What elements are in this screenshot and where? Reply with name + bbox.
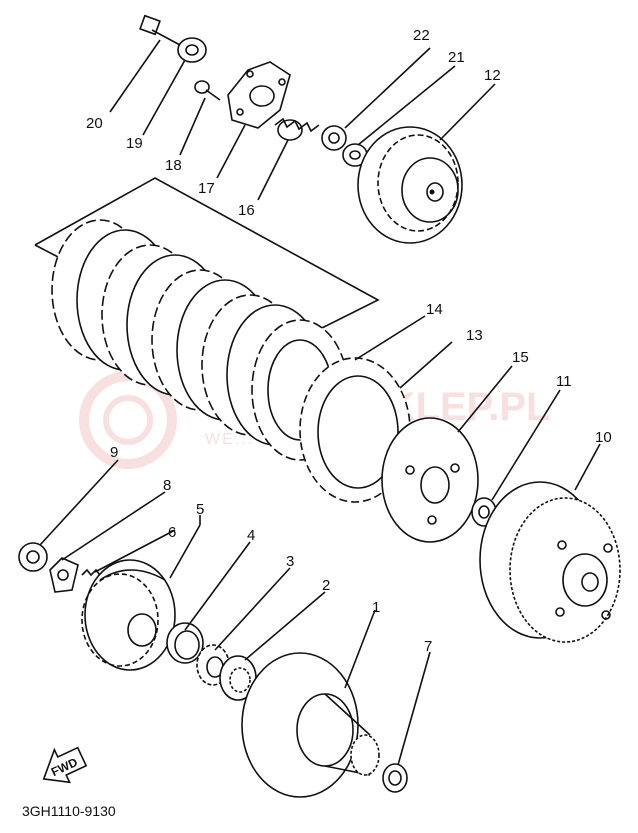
part-12-clutch-boss (357, 126, 463, 244)
part-15-plate (381, 417, 479, 543)
callout-12: 12 (484, 67, 501, 84)
callout-9: 9 (110, 444, 118, 461)
callout-20: 20 (86, 115, 103, 132)
clutch-plate-stack (51, 219, 349, 461)
callout-6: 6 (168, 524, 176, 541)
figure-code: 3GH1110-9130 (22, 803, 116, 819)
part-9-washer (18, 542, 48, 572)
part-17-pressure-plate (227, 61, 291, 129)
part-4-ring (166, 622, 204, 664)
callout-8: 8 (163, 477, 171, 494)
callout-19: 19 (126, 135, 143, 152)
callout-17: 17 (198, 180, 215, 197)
callout-13: 13 (466, 327, 483, 344)
callout-21: 21 (448, 49, 465, 66)
callout-3: 3 (286, 553, 294, 570)
leader-lines (39, 39, 601, 766)
callout-18: 18 (165, 157, 182, 174)
callout-2: 2 (322, 577, 330, 594)
part-2-bearing (219, 655, 257, 701)
callout-4: 4 (247, 527, 255, 544)
callout-14: 14 (426, 301, 443, 318)
callout-10: 10 (595, 429, 612, 446)
part-5-centrifugal-clutch (81, 559, 176, 671)
part-1-clutch-drum (241, 652, 380, 798)
part-10-clutch-housing (479, 481, 621, 643)
part-19-bearing (177, 37, 207, 63)
callout-5: 5 (196, 501, 204, 518)
callout-7: 7 (424, 638, 432, 655)
part-8-lock-plate (49, 557, 79, 593)
callout-11: 11 (556, 373, 572, 390)
part-16-spring (274, 117, 320, 141)
callout-labels: 22 21 12 20 19 18 17 16 14 13 15 11 10 9… (86, 27, 612, 655)
callout-15: 15 (512, 349, 529, 366)
callout-22: 22 (413, 27, 430, 44)
callout-1: 1 (372, 599, 380, 616)
part-7-circlip (382, 763, 408, 793)
part-22-nut (321, 125, 347, 151)
callout-16: 16 (238, 202, 255, 219)
fwd-arrow: FWD (42, 746, 88, 784)
part-20-bolt (139, 14, 181, 46)
part-18-bolt (194, 80, 221, 101)
